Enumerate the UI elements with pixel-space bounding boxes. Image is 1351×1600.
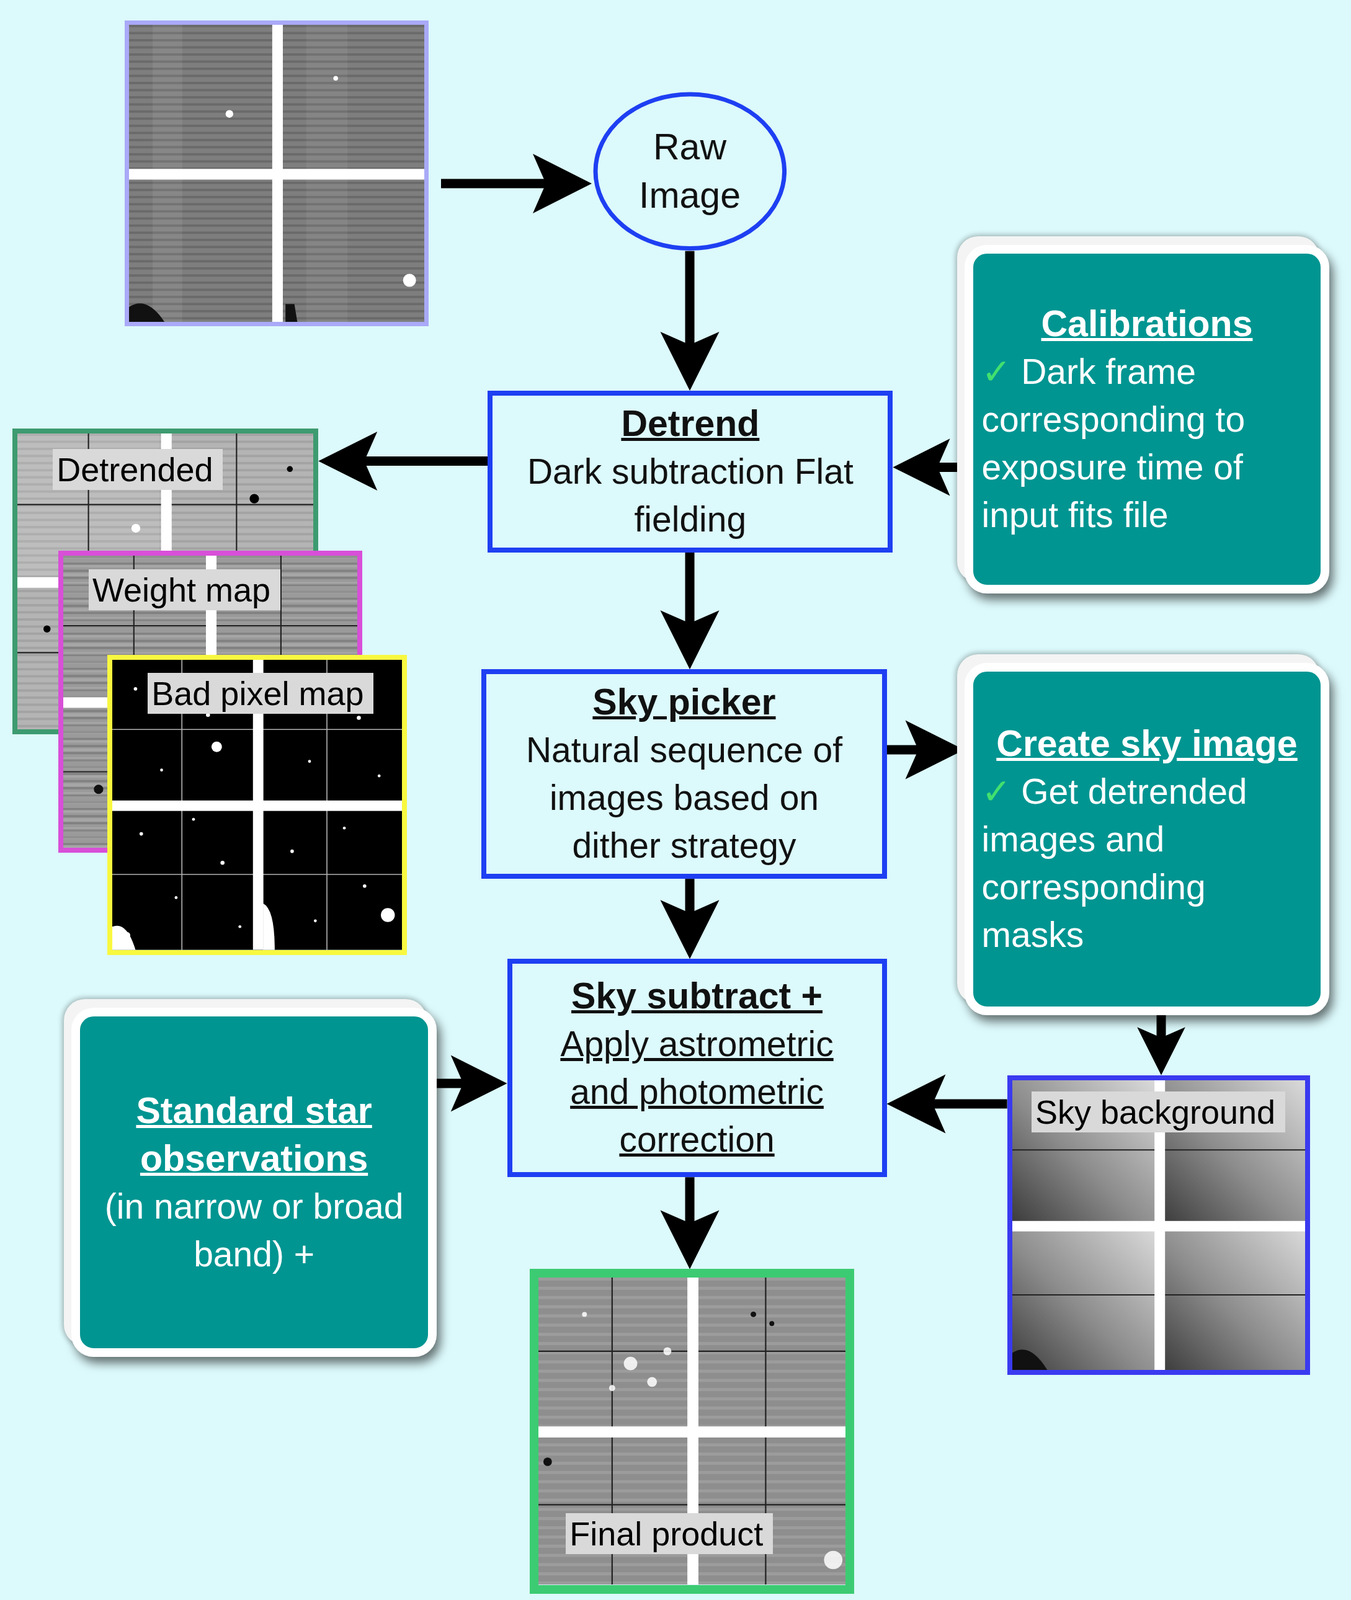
thumbnail-label: Weight map <box>88 569 281 611</box>
node-heading: Calibrations <box>1041 300 1253 348</box>
arrow-head <box>318 431 378 491</box>
node-text: ✓ Dark frame corresponding to exposure t… <box>981 347 1313 540</box>
thumbnail-label: Final product <box>565 1513 773 1555</box>
input-ellipse: Raw Image <box>593 91 788 252</box>
ellipse-shape <box>595 94 785 249</box>
arrow-head <box>1136 1027 1186 1076</box>
node-text: Raw Image <box>623 122 757 220</box>
node-content: Sky subtract +Apply astrometric and phot… <box>534 972 860 1164</box>
process-box: DetrendDark subtraction Flat fielding <box>487 390 893 553</box>
process-box: Sky pickerNatural sequence of images bas… <box>481 669 887 879</box>
connector-line <box>685 878 695 917</box>
arrow-head <box>660 331 720 391</box>
node-content: DetrendDark subtraction Flat fielding <box>514 400 866 544</box>
connector-line <box>685 1177 695 1227</box>
node-text: (in narrow or broad band) + <box>88 1182 420 1279</box>
arrow-head <box>450 1055 508 1113</box>
connector-arrow <box>1136 1015 1186 1076</box>
connector-arrow <box>436 1055 508 1113</box>
image-thumbnail: Final product <box>529 1269 855 1594</box>
image-thumbnail: Sky background <box>1007 1075 1311 1376</box>
node-heading: Sky picker <box>592 678 776 727</box>
connector-arrow <box>887 720 965 780</box>
connector-arrow <box>318 431 488 491</box>
connector-arrow <box>887 1074 1008 1134</box>
arrow-head <box>660 900 720 959</box>
input-panel: Calibrations✓ Dark frame corresponding t… <box>964 245 1330 595</box>
node-heading: Sky subtract + <box>571 972 823 1021</box>
connector-line <box>685 251 695 349</box>
node-content: Create sky image✓ Get detrended images a… <box>981 720 1313 959</box>
node-text: Dark subtraction Flat fielding <box>514 447 866 544</box>
node-heading: Standard star observations <box>88 1087 420 1183</box>
thumbnail-label: Bad pixel map <box>147 673 374 714</box>
image-thumbnail: Bad pixel map <box>107 655 408 956</box>
arrow-head <box>905 720 965 780</box>
input-panel: Create sky image✓ Get detrended images a… <box>964 663 1330 1016</box>
node-text: Apply astrometric and photometric correc… <box>534 1020 860 1164</box>
process-box: Sky subtract +Apply astrometric and phot… <box>507 958 888 1178</box>
connector-arrow <box>660 1177 720 1270</box>
thumbnail-label: Sky background <box>1031 1091 1286 1133</box>
node-text: Natural sequence of images based on dith… <box>508 726 860 870</box>
connector-arrow <box>660 251 720 391</box>
raw-image-thumbnail <box>124 20 429 327</box>
node-heading: Detrend <box>620 400 760 448</box>
input-panel: Standard star observations(in narrow or … <box>71 1007 437 1358</box>
node-text: ✓ Get detrended images and corresponding… <box>981 767 1313 959</box>
ellipse-outline <box>593 91 788 252</box>
arrow-head <box>660 1210 720 1270</box>
node-content: Calibrations✓ Dark frame corresponding t… <box>981 300 1313 540</box>
node-content: Sky pickerNatural sequence of images bas… <box>508 678 860 870</box>
connector-line <box>887 745 923 755</box>
thumbnail-label: Detrended <box>52 449 223 491</box>
connector-line <box>929 1099 1008 1109</box>
arrow-head <box>660 610 720 670</box>
arrow-head <box>887 1074 946 1134</box>
connector-arrow <box>660 552 720 670</box>
arrow-head <box>892 438 950 496</box>
connector-arrow <box>660 878 720 959</box>
raw-image-picture <box>129 24 425 322</box>
input-arrow <box>441 153 592 214</box>
connector-line <box>361 456 489 466</box>
node-heading: Create sky image <box>996 720 1298 768</box>
connector-line <box>685 552 695 628</box>
connector-arrow <box>892 438 964 496</box>
node-content: Standard star observations(in narrow or … <box>88 1087 420 1279</box>
